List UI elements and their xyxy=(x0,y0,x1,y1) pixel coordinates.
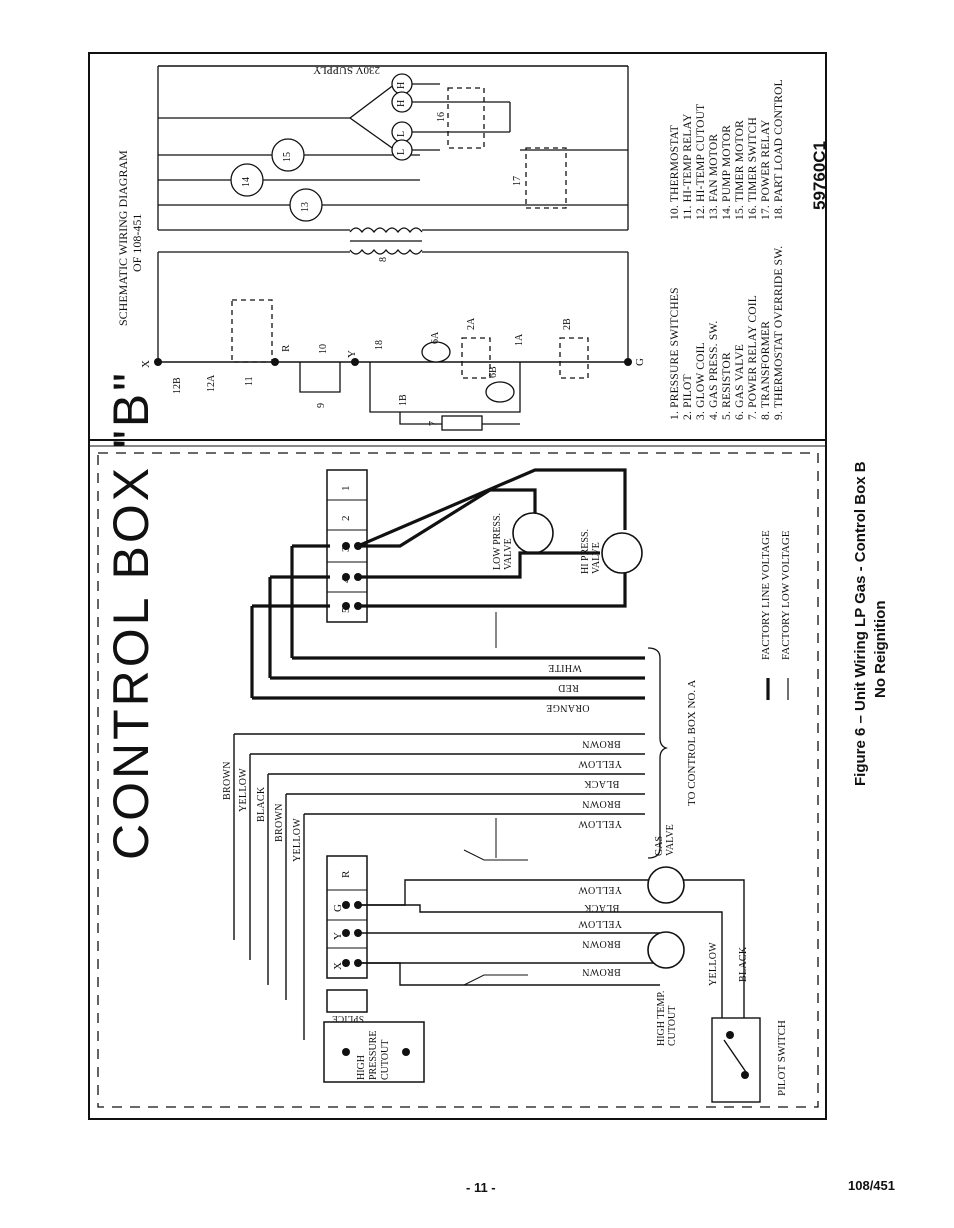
wire-lower-yellow-2: YELLOW xyxy=(578,918,623,929)
wire-lower-black: BLACK xyxy=(584,902,620,913)
splice-label: SPLICE xyxy=(332,1014,364,1024)
document-number: 108/451 xyxy=(848,1178,895,1193)
label-h-1: H xyxy=(396,81,407,89)
page-number: - 11 - xyxy=(466,1180,496,1195)
label-12a: 12A xyxy=(206,374,217,392)
lower-terminal-g: G xyxy=(332,904,344,912)
label-12b: 12B xyxy=(172,377,183,394)
high-temp-cutout-label: HIGH TEMP. CUTOUT xyxy=(656,990,678,1046)
hp-cutout-line-3: CUTOUT xyxy=(380,1039,391,1080)
gas-valve-label: GAS VALVE xyxy=(654,824,676,856)
high-temp-cutout-coil xyxy=(647,931,685,969)
lower-terminal-r: R xyxy=(340,870,352,878)
label-2b: 2B xyxy=(562,318,573,330)
upper-terminal-1: 1 xyxy=(340,485,352,492)
schematic-terminals xyxy=(154,358,632,366)
terminal-x: X xyxy=(140,360,152,368)
pump-motor-14 xyxy=(230,163,264,197)
pilot-wire-black: BLACK xyxy=(738,946,749,982)
control-box-terminal-dots xyxy=(342,542,749,1079)
supply-label: 230V SUPPLY xyxy=(313,64,380,76)
line-legend-line-voltage: FACTORY LINE VOLTAGE xyxy=(760,530,772,660)
pilot-switch xyxy=(711,1017,761,1103)
gas-valve-coil xyxy=(647,866,685,904)
fan-motor-13 xyxy=(289,188,323,222)
hp-cutout-line-1: HIGH xyxy=(356,1055,367,1080)
label-h-2: H xyxy=(396,99,407,107)
wire-left-yellow-2: YELLOW xyxy=(292,817,303,862)
figure-frame xyxy=(88,52,827,1120)
control-box-diagram xyxy=(97,452,819,1108)
hp-cutout-line-2: PRESSURE xyxy=(368,1030,379,1080)
legend-18: 18. PART LOAD CONTROL xyxy=(773,79,785,220)
hi-press-valve xyxy=(601,532,643,574)
low-press-valve-label: LOW PRESS. VALVE xyxy=(492,512,514,570)
label-15: 15 xyxy=(282,152,293,162)
wire-label-box-a-4: BROWN xyxy=(582,798,621,809)
terminal-g: G xyxy=(634,358,646,366)
label-6a: 6A xyxy=(430,331,441,344)
pilot-switch-label: PILOT SWITCH xyxy=(776,1020,788,1096)
upper-terminal-3: 3 xyxy=(340,546,352,553)
schematic-title-ref: OF 108-451 xyxy=(130,213,144,272)
figure-caption: Figure 6 – Unit Wiring LP Gas - Control … xyxy=(852,461,869,786)
to-control-box-a: TO CONTROL BOX NO. A xyxy=(686,679,698,806)
pilot-wire-yellow: YELLOW xyxy=(708,941,719,986)
wire-left-brown-1: BROWN xyxy=(222,761,233,800)
label-13: 13 xyxy=(300,202,311,212)
label-2a: 2A xyxy=(466,317,477,330)
wire-lower-yellow-1: YELLOW xyxy=(578,884,623,895)
wire-lower-brown-1: BROWN xyxy=(582,938,621,949)
line-legend-low-voltage: FACTORY LOW VOLTAGE xyxy=(780,530,792,660)
legend-9: 9. THERMOSTAT OVERRIDE SW. xyxy=(773,245,785,420)
terminal-r: R xyxy=(280,344,292,352)
label-9: 9 xyxy=(316,403,327,408)
label-8: 8 xyxy=(378,257,389,262)
upper-terminal-2: 2 xyxy=(340,515,352,522)
schematic-title: SCHEMATIC WIRING DIAGRAM xyxy=(116,150,130,326)
label-1a: 1A xyxy=(514,333,525,346)
hi-press-valve-label: HI PRESS. VALVE xyxy=(580,528,602,574)
label-18: 18 xyxy=(374,340,385,350)
terminal-y: Y xyxy=(346,350,358,358)
label-11: 11 xyxy=(244,376,255,386)
wire-label-box-a-5: YELLOW xyxy=(578,818,623,829)
lower-terminal-y: Y xyxy=(332,932,344,940)
control-box-title: CONTROL BOX "B" xyxy=(103,370,159,860)
schematic-diagram xyxy=(157,65,629,431)
drawing-number: 59760C1 xyxy=(810,140,829,210)
label-6b: 6B xyxy=(488,366,499,378)
wire-left-black: BLACK xyxy=(256,786,267,822)
wire-label-box-a-1: BROWN xyxy=(582,738,621,749)
timer-motor-15 xyxy=(271,138,305,172)
wire-label-orange: ORANGE xyxy=(546,702,590,713)
label-l-1: L xyxy=(396,130,407,137)
wire-label-box-a-3: BLACK xyxy=(584,778,620,789)
label-17: 17 xyxy=(512,176,523,186)
label-16: 16 xyxy=(436,112,447,122)
low-press-valve xyxy=(512,512,554,554)
wire-label-red: RED xyxy=(558,682,579,693)
wire-left-yellow-1: YELLOW xyxy=(238,767,249,812)
lower-terminal-x: X xyxy=(332,962,344,970)
wire-lower-brown-2: BROWN xyxy=(582,966,621,977)
wire-left-brown-2: BROWN xyxy=(274,803,285,842)
figure-subcaption: No Reignition xyxy=(872,600,889,699)
upper-terminal-5: 5 xyxy=(340,607,352,614)
label-l-2: L xyxy=(396,148,407,155)
label-10: 10 xyxy=(318,344,329,354)
motor-circles xyxy=(230,73,515,403)
label-14: 14 xyxy=(241,177,252,187)
wire-label-box-a-2: YELLOW xyxy=(578,758,623,769)
label-1b: 1B xyxy=(398,394,409,406)
label-7: 7 xyxy=(428,421,439,426)
wire-label-white: WHITE xyxy=(548,662,582,673)
upper-terminal-4: 4 xyxy=(340,577,352,584)
